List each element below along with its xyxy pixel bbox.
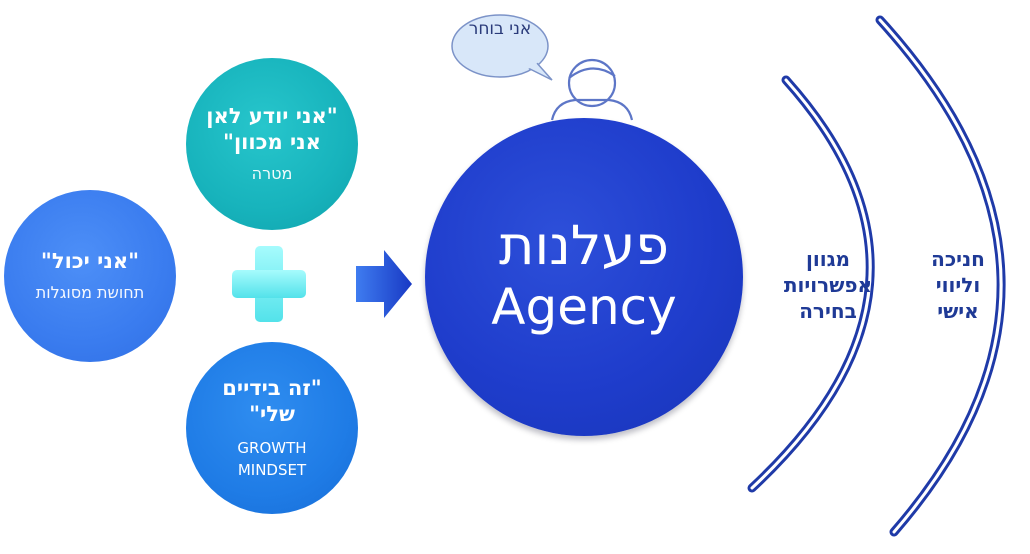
inner-ring-label: מגוון אפשרויות בחירה [783, 247, 873, 323]
goal-quote: "אני יודע לאן אני מכוון" [206, 104, 338, 154]
plus-icon [232, 246, 306, 322]
outer-ring-arc [875, 15, 1006, 537]
self-efficacy-circle: "אני יכול" תחושת מסוגלות [4, 190, 176, 362]
speech-bubble-icon [451, 14, 553, 81]
growth-mindset-circle: "זה בידיים שלי" GROWTH MINDSET [186, 342, 358, 514]
growth-label: GROWTH MINDSET [237, 439, 307, 479]
outer-ring-label: חניכה וליווי אישי [931, 247, 985, 323]
speech-bubble-text: אני בוחר [468, 19, 532, 39]
self-efficacy-label: תחושת מסוגלות [35, 283, 145, 302]
agency-english-label: Agency [491, 278, 677, 336]
agency-circle: פעלנות Agency [425, 118, 743, 436]
agency-hebrew-label: פעלנות [498, 214, 670, 277]
inner-ring-arc [747, 75, 875, 493]
goal-label: מטרה [251, 164, 293, 183]
goal-circle: "אני יודע לאן אני מכוון" מטרה [186, 58, 358, 230]
self-efficacy-quote: "אני יכול" [40, 249, 140, 273]
person-icon [550, 58, 634, 121]
right-arrow-icon [356, 250, 412, 318]
growth-quote: "זה בידיים שלי" [222, 376, 322, 426]
